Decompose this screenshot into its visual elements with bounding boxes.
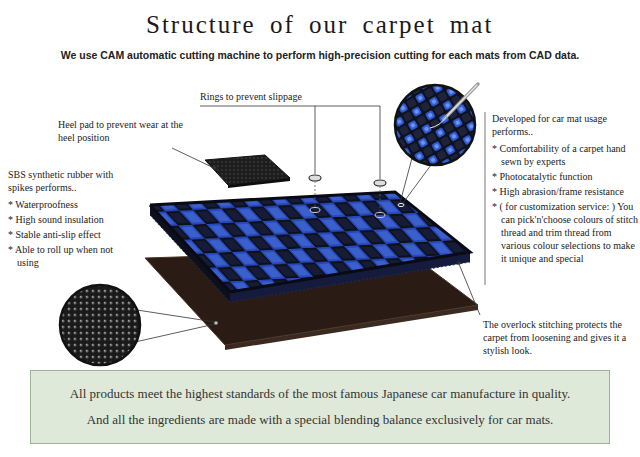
carpet-top	[150, 192, 470, 292]
leader-dot	[457, 261, 461, 265]
leader-line	[315, 181, 316, 208]
column-rule	[485, 112, 486, 285]
title: Structure of our carpet mat	[146, 10, 493, 40]
thread	[430, 117, 446, 128]
heel-pad	[205, 155, 290, 185]
magnifier-target	[214, 321, 218, 325]
magnifier-cone	[137, 310, 215, 322]
subtitle: We use CAM automatic cutting machine to …	[5, 48, 635, 62]
feature-heading: SBS synthetic rubber with spikes perform…	[8, 168, 128, 194]
statement-band: All products meet the highest standards …	[30, 370, 610, 444]
leader-line	[380, 186, 381, 213]
overlock-stitch	[150, 215, 470, 302]
feature-item: * High sound insulation	[8, 213, 137, 226]
callout-label: Heel pad to prevent wear at the heel pos…	[58, 118, 193, 144]
callout-label: Rings to prevent slippage	[200, 90, 302, 103]
magnifier-rubber	[60, 285, 140, 365]
feature-heading: Developed for car mat usage performs..	[492, 112, 632, 138]
feature-item: * Photocatalytic function	[492, 170, 640, 183]
ring	[375, 213, 385, 218]
needle	[446, 84, 478, 117]
statement-text: All products meet the highest standards …	[45, 381, 595, 407]
feature-item: * High abrasion/frame resistance	[492, 185, 640, 198]
magnifier-cone	[135, 324, 215, 342]
feature-item: * Able to roll up when not using	[8, 243, 137, 269]
ring	[310, 208, 320, 213]
leader-line	[315, 106, 316, 174]
magnifier-cone	[403, 165, 431, 203]
leader-line	[172, 148, 214, 168]
feature-item: * Comfortability of a carpet hand sewn b…	[492, 142, 640, 168]
leader-line	[200, 106, 380, 107]
feature-item: * Stable anti-slip effect	[8, 228, 137, 241]
magnifier-cone	[400, 158, 412, 203]
magnifier-target	[398, 203, 404, 206]
needle	[447, 85, 477, 116]
leader-line	[380, 106, 381, 179]
feature-item: * Waterproofness	[8, 198, 137, 211]
ring	[374, 180, 386, 186]
overlock-trim	[150, 192, 470, 292]
callout-label: The overlock stitching protects the carp…	[483, 318, 633, 357]
leader-line	[459, 264, 480, 315]
ring	[309, 175, 321, 181]
feature-item: * ( for customization service: ) You can…	[492, 200, 640, 265]
leader-dot	[213, 166, 217, 170]
statement-text: And all the ingredients are made with a …	[45, 407, 595, 433]
